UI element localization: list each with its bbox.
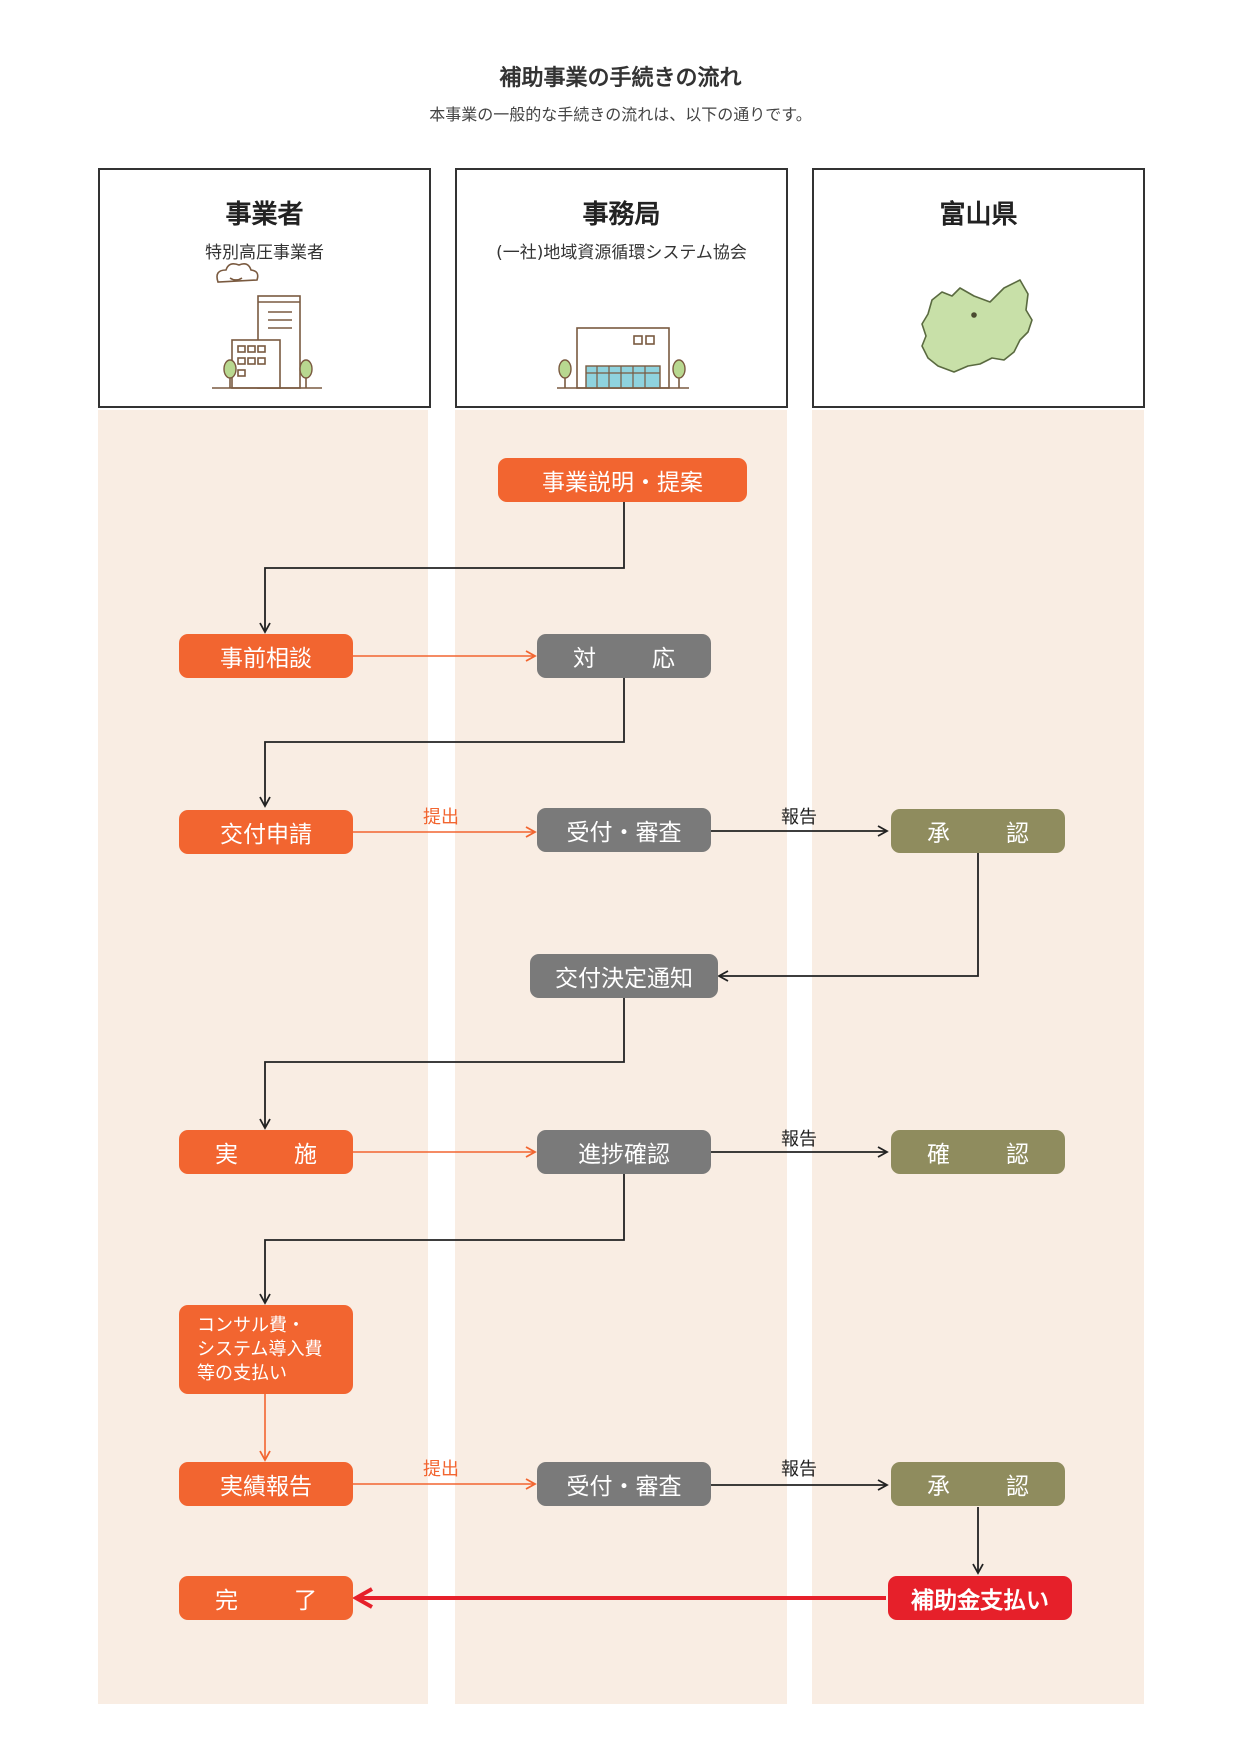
step-response: 対 応 <box>537 634 711 678</box>
step-performance-report: 実績報告 <box>179 1462 353 1506</box>
toyama-map-icon <box>921 279 1033 373</box>
step-progress-check: 進捗確認 <box>537 1130 711 1174</box>
step-approval-1-char-2: 認 <box>1006 821 1029 847</box>
lane-header-applicant: 事業者 特別高圧事業者 <box>98 168 431 408</box>
step-approval-1-char-1: 承 <box>927 821 950 847</box>
step-approval-2: 承 認 <box>891 1462 1065 1506</box>
label-submit-1: 提出 <box>423 807 459 828</box>
lane-header-prefecture: 富山県 <box>812 168 1145 408</box>
page-title: 補助事業の手続きの流れ <box>499 66 742 91</box>
lane-name: 事業者 <box>225 200 304 230</box>
office-building-icon <box>557 327 689 389</box>
label-report-1: 報告 <box>781 807 817 828</box>
step-prior-consultation: 事前相談 <box>179 634 353 678</box>
connector-respond-to-apply <box>259 678 625 808</box>
step-implementation: 実 施 <box>179 1130 353 1174</box>
step-response-char-1: 対 <box>573 646 596 672</box>
step-implementation-char-1: 実 <box>215 1142 238 1168</box>
connector-approve1-to-decision <box>717 853 979 982</box>
connector-decision-to-implement <box>259 998 625 1130</box>
step-implementation-char-2: 施 <box>294 1142 317 1168</box>
step-completion: 完 了 <box>179 1576 353 1620</box>
step-business-explanation: 事業説明・提案 <box>498 458 747 502</box>
step-approval-1: 承 認 <box>891 809 1065 853</box>
lane-name: 富山県 <box>939 200 1018 230</box>
step-grant-decision-notice: 交付決定通知 <box>530 954 718 998</box>
connector-explain-to-consult <box>259 502 625 634</box>
page-subtitle: 本事業の一般的な手続きの流れは、以下の通りです。 <box>429 105 812 124</box>
lane-subtitle: 特別高圧事業者 <box>205 243 324 263</box>
step-reception-review-2: 受付・審査 <box>537 1462 711 1506</box>
step-approval-2-char-2: 認 <box>1006 1474 1029 1500</box>
step-reception-review-1: 受付・審査 <box>537 808 711 852</box>
step-confirmation: 確 認 <box>891 1130 1065 1174</box>
step-subsidy-payment: 補助金支払い <box>888 1576 1072 1620</box>
factory-building-icon <box>212 263 322 389</box>
label-report-3: 報告 <box>781 1459 817 1480</box>
step-confirmation-char-2: 認 <box>1006 1142 1029 1168</box>
lane-header-secretariat: 事務局 (一社)地域資源循環システム協会 <box>455 168 788 408</box>
step-approval-2-char-1: 承 <box>927 1474 950 1500</box>
step-completion-char-2: 了 <box>294 1588 317 1614</box>
step-response-char-2: 応 <box>652 646 675 672</box>
connector-progress-to-payment <box>259 1174 625 1305</box>
step-grant-application: 交付申請 <box>179 810 353 854</box>
step-cost-payment: コンサル費・ システム導入費 等の支払い <box>179 1305 353 1394</box>
label-report-2: 報告 <box>781 1129 817 1150</box>
step-completion-char-1: 完 <box>215 1588 238 1614</box>
lane-subtitle: (一社)地域資源循環システム協会 <box>496 243 747 263</box>
label-submit-2: 提出 <box>423 1459 459 1480</box>
step-confirmation-char-1: 確 <box>927 1142 950 1168</box>
lane-name: 事務局 <box>582 200 661 230</box>
